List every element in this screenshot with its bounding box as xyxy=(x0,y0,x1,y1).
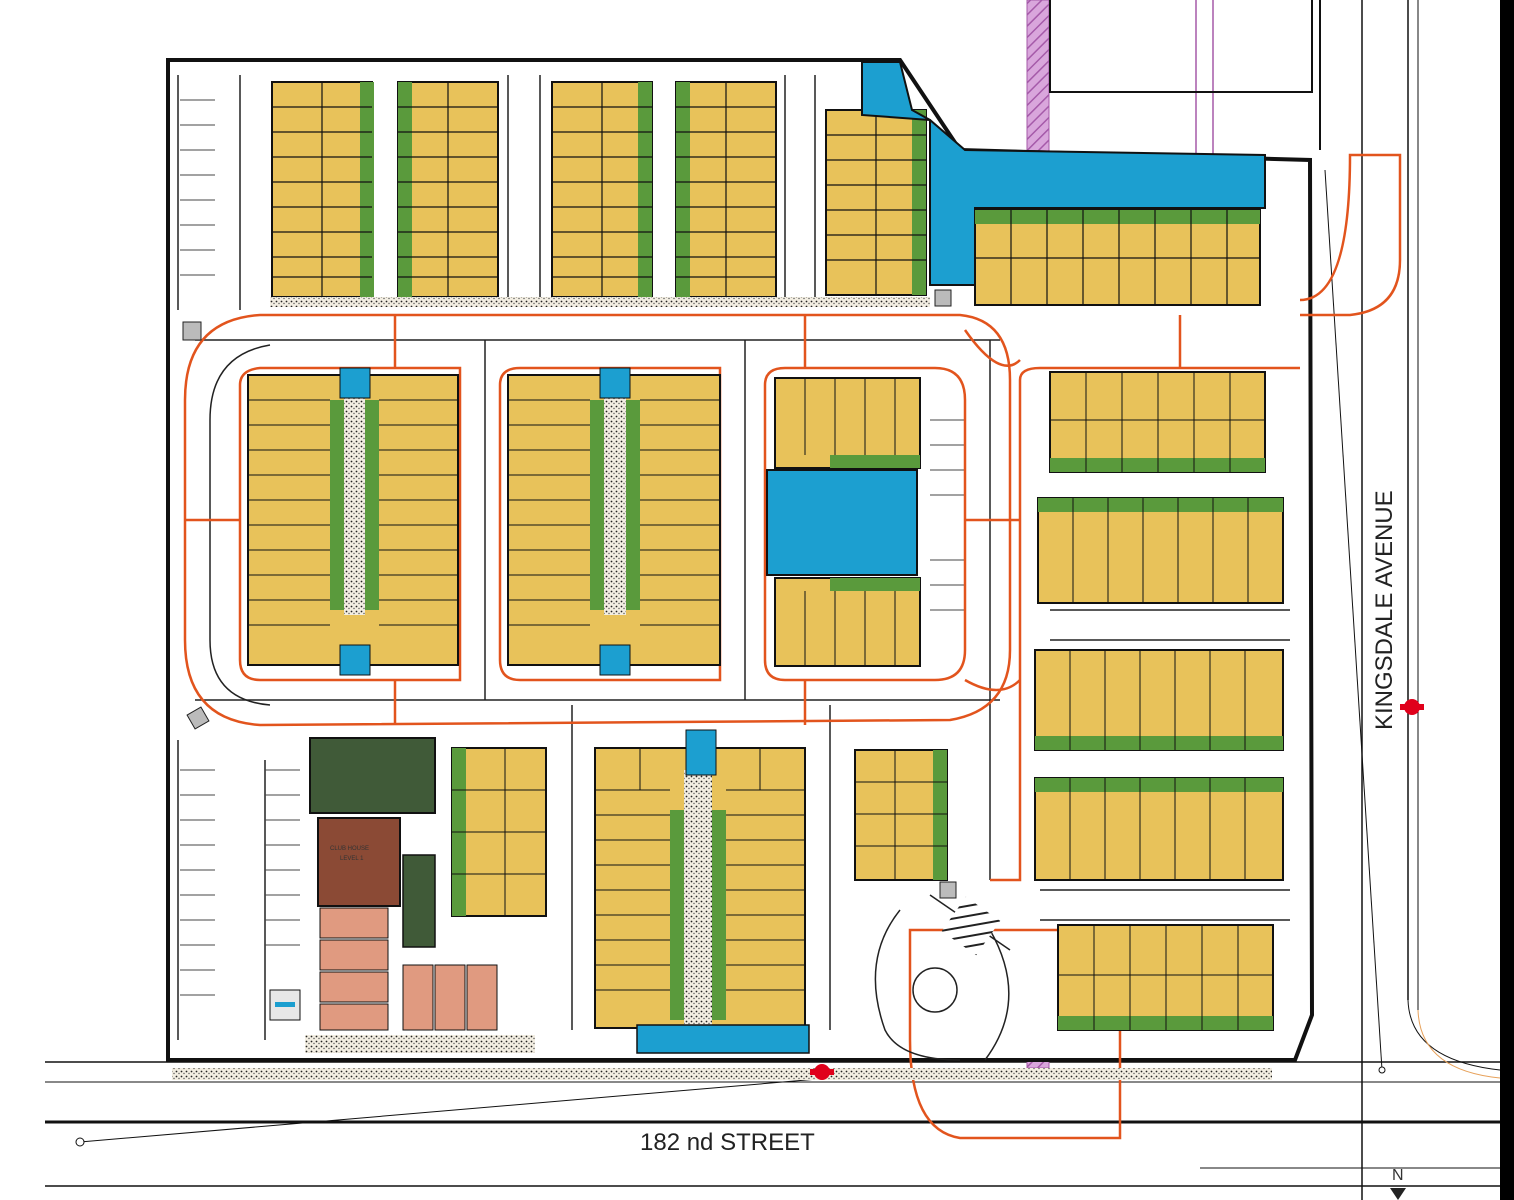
avenue-label: KINGSDALE AVENUE xyxy=(1371,490,1398,730)
amenity-green-building xyxy=(309,737,436,814)
water-feature xyxy=(861,61,1266,286)
unit-dividers xyxy=(272,82,926,297)
kingsdale-avenue xyxy=(1319,0,1501,1200)
top-row-units xyxy=(271,81,927,298)
green-strip xyxy=(676,82,690,297)
bottom-center-block xyxy=(594,729,810,1054)
green-strip xyxy=(975,210,1260,224)
north-arrow-icon: N xyxy=(1390,1167,1406,1200)
unit-dividers xyxy=(1050,372,1273,1030)
unit-dividers xyxy=(595,748,805,991)
middle-block-center xyxy=(507,367,721,676)
walkway xyxy=(270,297,930,307)
pool-strip xyxy=(636,1024,810,1054)
commercial-unit xyxy=(434,964,466,1031)
street-label: 182 nd STREET xyxy=(640,1129,815,1156)
neighbor-parcel xyxy=(1049,0,1313,93)
unit-dividers xyxy=(975,210,1260,305)
page-edge xyxy=(1500,0,1514,1200)
fire-hydrant-icon xyxy=(1400,699,1424,715)
bottom-right-small-block xyxy=(854,749,948,881)
clubhouse xyxy=(317,817,401,907)
fire-lane-route xyxy=(183,153,1402,1140)
commercial-unit xyxy=(466,964,498,1031)
right-blocks xyxy=(1034,371,1284,1031)
commercial-unit xyxy=(319,939,389,971)
middle-block-left xyxy=(247,367,459,676)
svg-text:N: N xyxy=(1392,1167,1404,1184)
commercial-unit xyxy=(319,907,389,939)
commercial-unit xyxy=(319,1003,389,1031)
sidewalk xyxy=(172,1068,1272,1080)
central-pool xyxy=(766,469,918,576)
internal-roads xyxy=(177,75,1290,1040)
pedestrian-crossing-icon xyxy=(941,896,1001,956)
bottom-small-block xyxy=(451,747,547,917)
green-strip xyxy=(398,82,412,297)
amenity-area: CLUB HOUSE LEVEL 1 xyxy=(269,737,535,1053)
clubhouse-sublabel: LEVEL 1 xyxy=(340,856,364,862)
fire-hydrant-icon xyxy=(810,1064,834,1080)
middle-block-right xyxy=(766,377,921,667)
green-strip xyxy=(912,110,926,295)
parking-stalls xyxy=(180,99,965,996)
green-strip xyxy=(638,82,652,297)
commercial-unit xyxy=(402,964,434,1031)
clubhouse-label: CLUB HOUSE xyxy=(330,846,369,852)
unit-dividers xyxy=(248,378,896,666)
utility-boxes xyxy=(182,289,957,899)
green-strip xyxy=(360,82,374,297)
commercial-unit xyxy=(319,971,389,1003)
